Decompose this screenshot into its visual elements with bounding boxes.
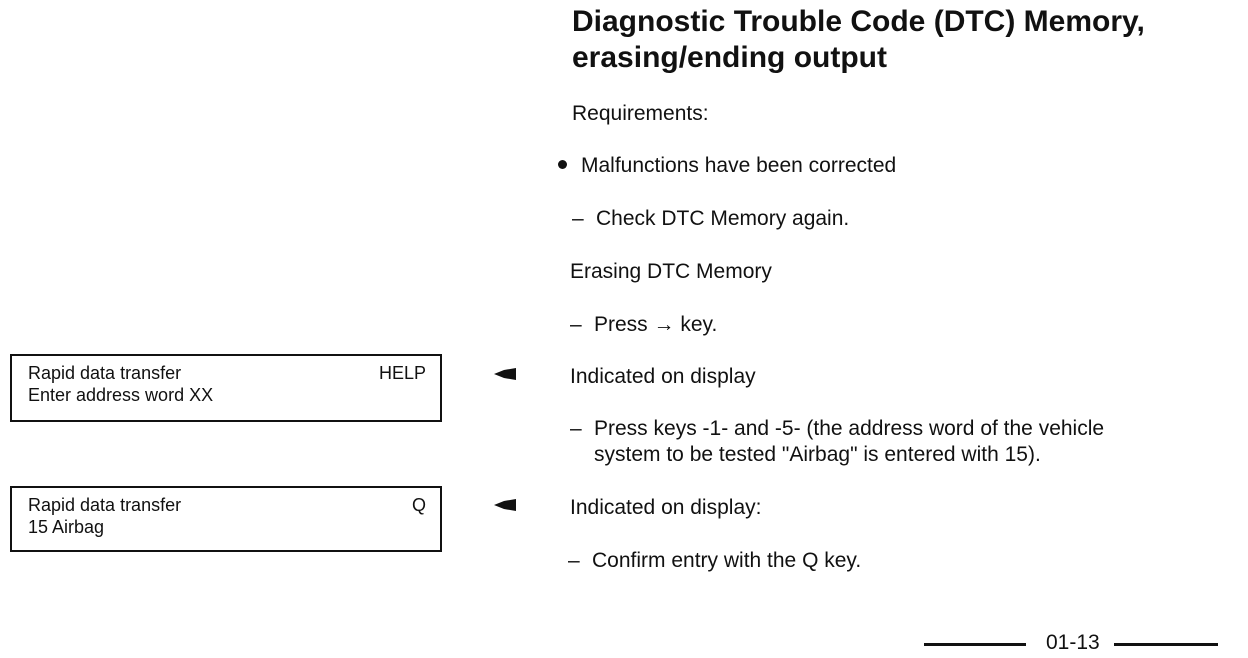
page-title: Diagnostic Trouble Code (DTC) Memory, er…: [572, 4, 1232, 76]
erasing-label: Erasing DTC Memory: [570, 260, 772, 283]
bullet-item-text: Malfunctions have been corrected: [581, 154, 897, 177]
dash-marker: –: [570, 417, 582, 440]
display-line-left: Rapid data transfer: [28, 495, 182, 515]
indicated-on-display-2: Indicated on display:: [570, 496, 762, 519]
pointing-hand-icon: [494, 499, 516, 511]
display-box-help: Rapid data transfer HELP Enter address w…: [10, 354, 442, 422]
pointing-hand-icon: [494, 368, 516, 380]
press-keys-line-2: system to be tested "Airbag" is entered …: [594, 443, 1041, 466]
display-line-right: Q: [411, 495, 426, 515]
check-again-step: –Check DTC Memory again.: [572, 206, 849, 232]
display-line-left: Rapid data transfer: [28, 363, 182, 383]
dash-marker: –: [568, 549, 580, 572]
press-keys-line-1: Press keys -1- and -5- (the address word…: [594, 417, 1105, 440]
display-line: 15 Airbag: [28, 516, 426, 538]
check-again-text: Check DTC Memory again.: [596, 207, 850, 230]
requirements-label: Requirements:: [572, 102, 709, 125]
press-keys-step: –Press keys -1- and -5- (the address wor…: [570, 416, 1104, 468]
display-box-q: Rapid data transfer Q 15 Airbag: [10, 486, 442, 552]
display-line-left: 15 Airbag: [28, 517, 105, 537]
display-line: Rapid data transfer Q: [28, 494, 426, 516]
bullet-item: Malfunctions have been corrected: [558, 153, 896, 179]
dash-marker: –: [572, 207, 584, 230]
press-arrow-text: Press → key.: [594, 313, 718, 336]
page-title-line-1: Diagnostic Trouble Code (DTC) Memory,: [572, 5, 1145, 38]
indicated-on-display-1: Indicated on display: [570, 365, 756, 388]
display-line: Rapid data transfer HELP: [28, 362, 426, 384]
bullet-icon: [558, 159, 567, 169]
confirm-text: Confirm entry with the Q key.: [592, 549, 862, 572]
page-number: 01-13: [1046, 631, 1100, 654]
confirm-step: –Confirm entry with the Q key.: [568, 548, 861, 574]
footer-rule-left: [924, 643, 1026, 646]
display-line: Enter address word XX: [28, 384, 426, 406]
press-arrow-step: –Press → key.: [570, 312, 717, 338]
dash-marker: –: [570, 313, 582, 336]
footer-rule-right: [1114, 643, 1218, 646]
display-line-left: Enter address word XX: [28, 385, 214, 405]
display-line-right: HELP: [378, 363, 426, 383]
page-title-line-2: erasing/ending output: [572, 41, 887, 74]
